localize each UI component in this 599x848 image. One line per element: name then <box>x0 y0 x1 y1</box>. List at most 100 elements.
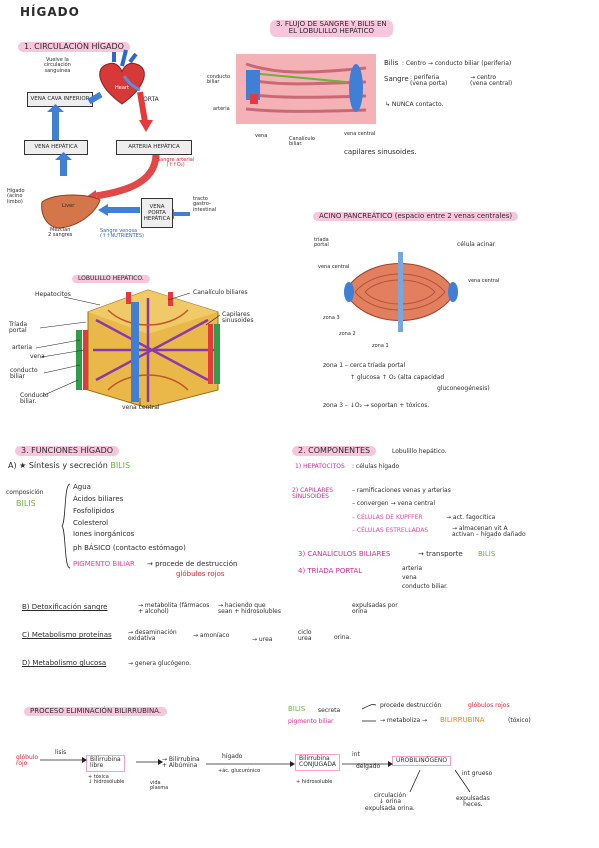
flow-vena-label: vena <box>255 133 268 139</box>
section-c-text3: → urea <box>252 636 273 643</box>
proc-bil-libre: Bilirrubina libre <box>86 755 125 772</box>
lobule-leader-lines <box>35 292 221 406</box>
composition-label: composición <box>6 489 44 496</box>
triada-sub-1: vena <box>402 574 417 581</box>
canaliculos-bilis: BILIS <box>478 550 496 558</box>
vena-central-label: vena central <box>122 404 160 411</box>
heart-icon <box>99 49 145 105</box>
venous-blood-label: Sangre venosa (↑↑NUTRIENTES) <box>100 228 144 240</box>
proc-heces: expulsadas heces. <box>456 795 490 809</box>
pigmento-text: → procede de destrucción <box>147 560 238 568</box>
bilis-flow-text: : Centro → conducto biliar (periferia) <box>402 60 512 67</box>
liver-acino-label: Hígado (acino limbo) <box>7 188 25 205</box>
lobule-illustration <box>76 289 220 409</box>
zona3-line: zona 3 – ↓O₂ → soportan + tóxicos. <box>323 402 430 409</box>
canaliculos-item: 3) CANALÍCULOS BILIARES <box>298 550 391 558</box>
proc-circulacion: circulación ↓ orina expulsada orina. <box>365 792 415 812</box>
section-a-prefix: A) ★ Síntesis y secreción <box>8 461 108 470</box>
proc-hidro: + hidrosoluble <box>296 779 333 785</box>
hepatocitos-label: Hepatocitos <box>35 291 71 298</box>
section-b-text: → metabolita (fármacos + alcohol) <box>138 602 210 616</box>
components-heading: 2. COMPONENTES <box>292 446 377 457</box>
hepatocitos-item: 1) HEPATOCITOS <box>295 463 345 470</box>
blood-flow-heading: 3. FLUJO DE SANGRE Y BILIS EN EL LOBULIL… <box>270 20 393 37</box>
vena-hepatica-box: VENA HEPÁTICA <box>24 140 88 155</box>
capilares-item: 2) CAPILARES SINUSOIDES <box>292 487 334 501</box>
liver-icon <box>41 194 101 229</box>
flow-arteria-label: arteria <box>213 106 230 112</box>
proc-globulos: glóbulos rojos <box>468 702 510 709</box>
section-b-text2: → haciendo que sean + hidrosolubles <box>218 602 281 616</box>
circulation-arrows <box>47 91 190 219</box>
pigmento-item: PIGMENTO BILIAR <box>73 560 135 568</box>
sangre-flow-to: → centro (vena central) <box>470 74 513 88</box>
canaliculo-label: Canalículo biliares <box>193 289 248 296</box>
zona2-label: zona 2 <box>339 331 356 337</box>
section-c-text: → desaminación oxidativa <box>128 629 177 643</box>
flow-capilares-label: capilares sinusoides. <box>344 148 417 156</box>
section-c-text2: → amoníaco <box>193 632 230 639</box>
triada-item: 4) TRÍADA PORTAL <box>298 567 363 575</box>
comp-item-0: Agua <box>73 483 91 491</box>
capilares-l4b: → almacenan vit A activan – hígado dañad… <box>452 525 526 539</box>
proc-metaboliza: → metaboliza → <box>380 717 428 724</box>
proc-higado: hígado <box>222 753 243 760</box>
circulation-heading: 1. CIRCULACIÓN HÍGADO <box>18 42 130 53</box>
triada-sub-2: conducto biliar. <box>402 583 448 590</box>
section-c-label: C) Metabolismo proteínas <box>22 631 112 639</box>
zona1-line1: zona 1 – cerca tríada portal <box>323 362 406 369</box>
heart-label: Heart <box>115 85 129 91</box>
components-sub: Lobulillo hepático. <box>392 448 447 455</box>
proc-globulo-rojo: glóbulo rojo <box>16 754 39 768</box>
triada-label: Tríada portal <box>9 321 28 335</box>
acino-celula-label: célula acinar <box>457 241 496 248</box>
arteria-hepatica-box: ARTERIA HEPÁTICA <box>116 140 192 155</box>
capilares-l3: – CÉLULAS DE KUPFFER <box>352 514 423 521</box>
process-heading: PROCESO ELIMINACIÓN BILIRRUBINA. <box>24 707 168 717</box>
flow-conducto-label: conducto biliar <box>207 74 231 86</box>
vena-label: vena <box>30 353 45 360</box>
vena-porta-box: VENA PORTA HEPÁTICA <box>141 198 173 228</box>
capilares-l3b: → act. fagocítica <box>446 514 496 521</box>
sangre-flow-label: Sangre <box>384 75 409 83</box>
zona1-line3: gluconeogénesis) <box>437 385 490 392</box>
capilares-l2: – convergen → vena central <box>352 500 436 507</box>
proc-toxico: (tóxico) <box>508 717 531 724</box>
proc-acglu: +ác. glucurónico <box>218 768 261 774</box>
proc-delgado: delgado <box>356 763 381 770</box>
ph-item: ph BÁSICO (contacto estómago) <box>73 544 186 552</box>
functions-heading: 3. FUNCIONES HÍGADO <box>15 446 120 457</box>
proc-procede: procede destrucción <box>380 702 442 709</box>
acino-vena-central-l: vena central <box>318 264 350 270</box>
lobule-heading: LOBULILLO HEPÁTICO. <box>72 275 150 284</box>
acino-vena-central-r: vena central <box>468 278 500 284</box>
vena-cava-box: VENA CAVA INFERIOR <box>27 92 93 107</box>
proc-int: int <box>352 751 360 758</box>
zona3-label: zona 3 <box>323 315 340 321</box>
comp-item-1: Ácidos biliares <box>73 495 124 503</box>
gi-tract-label: tracto gastro- intestinal <box>193 196 217 213</box>
zona1-line2: ↑ glucosa ↑ O₂ (alta capacidad <box>350 374 445 381</box>
capilares-l4: – CÉLULAS ESTRELLADAS <box>352 527 429 534</box>
zona1-label: zona 1 <box>372 343 389 349</box>
bilis-flow-label: Bilis <box>384 59 399 67</box>
section-d-label: D) Metabolismo glucosa <box>22 659 107 667</box>
nunca-contacto: ↳ NUNCA contacto. <box>385 101 444 108</box>
proc-vida: vida plasma <box>150 780 169 792</box>
acino-illustration <box>344 252 458 332</box>
pigmento-globulos: glóbulos rojos <box>176 570 225 578</box>
proc-bilirrubina: BILIRRUBINA <box>440 716 485 724</box>
comp-item-4: Iones inorgánicos <box>73 530 135 538</box>
proc-albumina: → Bilirrubina + Albúmina <box>162 756 200 770</box>
composition-bilis: BILIS <box>16 499 36 508</box>
hepatocitos-text: : células hígado <box>352 463 400 470</box>
return-circulation-label: Vuelve la circulación sanguínea <box>44 57 71 74</box>
proc-bil-conj: Bilirrubina CONJUGADA <box>295 754 340 771</box>
section-a-bilis: BILIS <box>110 461 131 470</box>
proc-bilis: BILIS <box>288 705 306 713</box>
section-a-label: A) ★ Síntesis y secreción BILIS <box>8 461 131 470</box>
section-c-text4: ciclo urea <box>298 629 312 643</box>
conducto-biliar-label: Conducto biliar. <box>20 392 49 406</box>
section-c-text5: orina. <box>334 634 352 641</box>
